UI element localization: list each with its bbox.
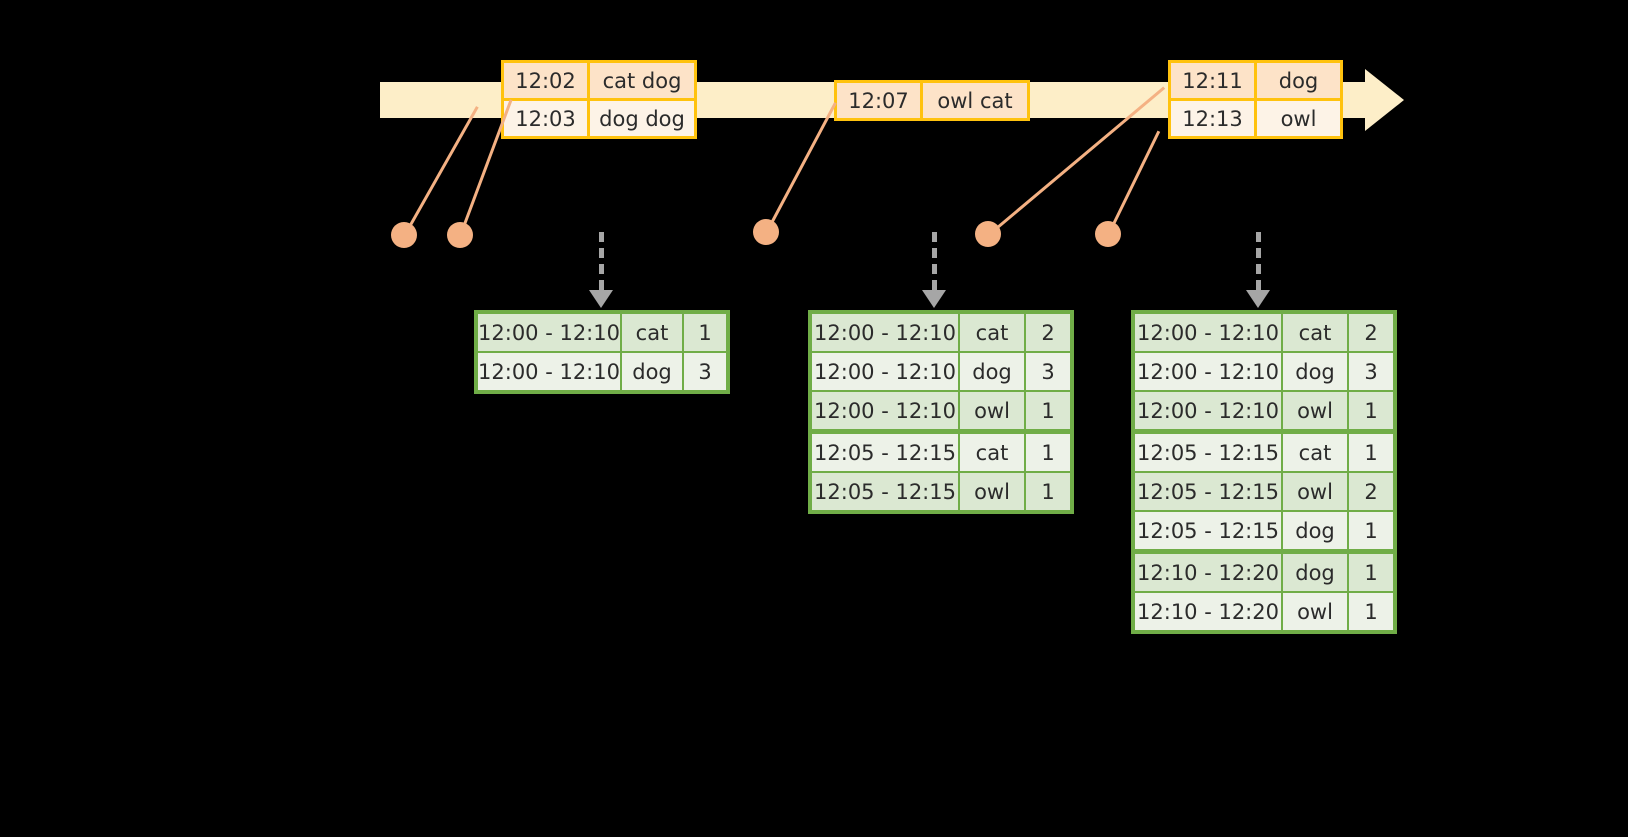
cell-word: owl bbox=[1283, 392, 1349, 429]
cell-window: 12:10 - 12:20 bbox=[1135, 554, 1283, 591]
cell-window: 12:05 - 12:15 bbox=[812, 434, 960, 471]
cell-word: owl bbox=[1283, 473, 1349, 510]
cell-window: 12:00 - 12:10 bbox=[812, 392, 960, 429]
timeline-arrow-head bbox=[1365, 69, 1404, 131]
cell-word: owl bbox=[1283, 593, 1349, 630]
dashed-arrow-head-2 bbox=[922, 290, 946, 308]
event-row[interactable]: 12:02 cat dog bbox=[504, 63, 694, 98]
connector-dot-3 bbox=[753, 219, 779, 245]
cell-word: cat bbox=[960, 434, 1026, 471]
cell-word: cat bbox=[960, 314, 1026, 351]
event-time: 12:13 bbox=[1171, 101, 1257, 136]
cell-count: 1 bbox=[1026, 473, 1070, 510]
cell-window: 12:00 - 12:10 bbox=[1135, 353, 1283, 390]
event-box-group-2[interactable]: 12:07 owl cat bbox=[834, 80, 1030, 121]
connector-line-5 bbox=[1106, 130, 1161, 237]
cell-word: dog bbox=[1283, 554, 1349, 591]
cell-count: 1 bbox=[1026, 434, 1070, 471]
event-words: dog dog bbox=[590, 101, 694, 136]
event-words: dog bbox=[1257, 63, 1340, 98]
cell-count: 3 bbox=[684, 353, 726, 390]
cell-count: 1 bbox=[1026, 392, 1070, 429]
cell-count: 1 bbox=[1349, 512, 1393, 549]
connector-dot-5 bbox=[1095, 221, 1121, 247]
event-row[interactable]: 12:07 owl cat bbox=[837, 83, 1027, 118]
dashed-arrow-head-1 bbox=[589, 290, 613, 308]
cell-window: 12:00 - 12:10 bbox=[812, 314, 960, 351]
cell-window: 12:10 - 12:20 bbox=[1135, 593, 1283, 630]
event-row[interactable]: 12:11 dog bbox=[1171, 63, 1340, 98]
cell-count: 1 bbox=[1349, 593, 1393, 630]
event-time: 12:11 bbox=[1171, 63, 1257, 98]
cell-window: 12:00 - 12:10 bbox=[1135, 314, 1283, 351]
cell-count: 1 bbox=[684, 314, 726, 351]
cell-word: dog bbox=[1283, 512, 1349, 549]
event-words: owl bbox=[1257, 101, 1340, 136]
event-box-group-3[interactable]: 12:11 dog 12:13 owl bbox=[1168, 60, 1343, 139]
dashed-arrow-head-3 bbox=[1246, 290, 1270, 308]
event-words: cat dog bbox=[590, 63, 694, 98]
event-time: 12:07 bbox=[837, 83, 923, 118]
cell-count: 3 bbox=[1349, 353, 1393, 390]
dashed-arrow-line-1 bbox=[599, 232, 604, 290]
cell-word: cat bbox=[1283, 434, 1349, 471]
cell-word: dog bbox=[622, 353, 684, 390]
cell-window: 12:05 - 12:15 bbox=[1135, 512, 1283, 549]
cell-count: 1 bbox=[1349, 434, 1393, 471]
cell-word: owl bbox=[960, 473, 1026, 510]
cell-word: dog bbox=[1283, 353, 1349, 390]
connector-dot-1 bbox=[391, 222, 417, 248]
event-row[interactable]: 12:13 owl bbox=[1171, 98, 1340, 136]
cell-word: owl bbox=[960, 392, 1026, 429]
cell-word: cat bbox=[1283, 314, 1349, 351]
cell-window: 12:00 - 12:10 bbox=[478, 314, 622, 351]
cell-count: 1 bbox=[1349, 554, 1393, 591]
dashed-arrow-line-2 bbox=[932, 232, 937, 290]
cell-count: 2 bbox=[1349, 473, 1393, 510]
cell-window: 12:05 - 12:15 bbox=[1135, 473, 1283, 510]
cell-count: 2 bbox=[1026, 314, 1070, 351]
cell-count: 2 bbox=[1349, 314, 1393, 351]
connector-line-2 bbox=[458, 99, 513, 238]
connector-dot-2 bbox=[447, 222, 473, 248]
event-words: owl cat bbox=[923, 83, 1027, 118]
cell-window: 12:00 - 12:10 bbox=[478, 353, 622, 390]
cell-count: 3 bbox=[1026, 353, 1070, 390]
connector-line-3 bbox=[764, 102, 837, 235]
event-row[interactable]: 12:03 dog dog bbox=[504, 98, 694, 136]
cell-window: 12:05 - 12:15 bbox=[1135, 434, 1283, 471]
event-time: 12:03 bbox=[504, 101, 590, 136]
cell-word: dog bbox=[960, 353, 1026, 390]
cell-window: 12:00 - 12:10 bbox=[1135, 392, 1283, 429]
dashed-arrow-line-3 bbox=[1256, 232, 1261, 290]
cell-window: 12:00 - 12:10 bbox=[812, 353, 960, 390]
cell-word: cat bbox=[622, 314, 684, 351]
cell-count: 1 bbox=[1349, 392, 1393, 429]
event-box-group-1[interactable]: 12:02 cat dog 12:03 dog dog bbox=[501, 60, 697, 139]
connector-dot-4 bbox=[975, 221, 1001, 247]
cell-window: 12:05 - 12:15 bbox=[812, 473, 960, 510]
event-time: 12:02 bbox=[504, 63, 590, 98]
